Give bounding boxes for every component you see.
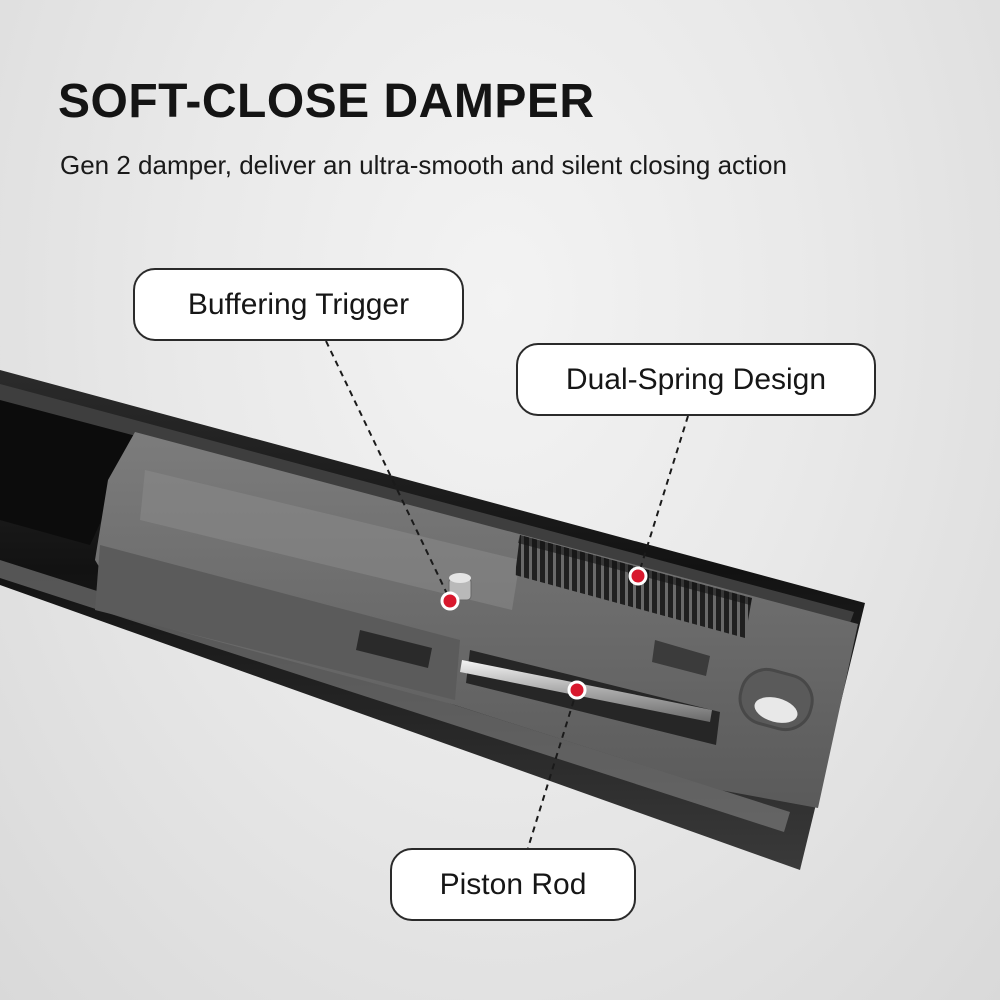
callout-dual-spring-design: Dual-Spring Design — [516, 343, 876, 416]
marker-dual-spring-dot — [628, 566, 648, 586]
callout-buffering-trigger: Buffering Trigger — [133, 268, 464, 341]
damper-housing — [95, 432, 858, 808]
page-subtitle: Gen 2 damper, deliver an ultra-smooth an… — [60, 150, 787, 180]
leader-line-buffering — [325, 340, 451, 601]
page-title: SOFT-CLOSE DAMPER — [58, 75, 595, 128]
callout-piston-rod: Piston Rod — [390, 848, 636, 921]
marker-piston-dot — [567, 680, 587, 700]
leader-line-dual-spring — [637, 415, 689, 577]
leader-line-piston — [527, 689, 578, 849]
marker-buffering-dot — [440, 591, 460, 611]
